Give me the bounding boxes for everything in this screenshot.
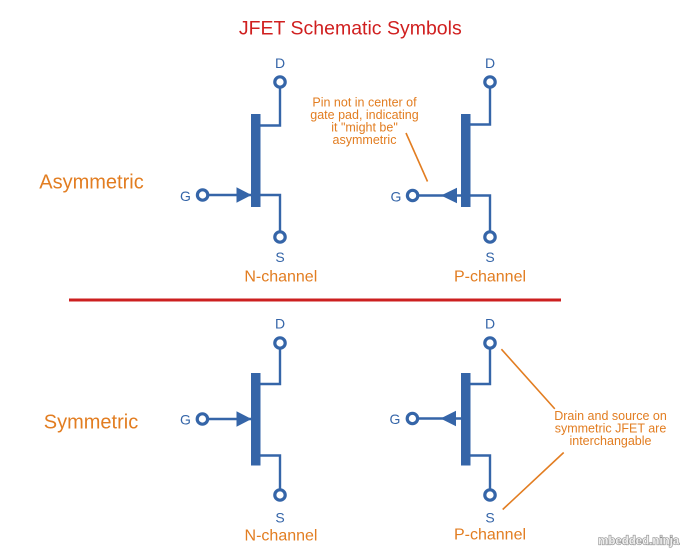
svg-text:Drain and source on: Drain and source on [554,409,667,423]
svg-text:mbedded.ninja: mbedded.ninja [598,536,680,548]
svg-text:Pin not in center of: Pin not in center of [312,96,417,110]
svg-text:S: S [485,510,494,526]
svg-text:G: G [391,189,402,205]
svg-text:G: G [180,412,191,428]
svg-text:S: S [275,249,284,265]
svg-text:D: D [485,316,495,332]
svg-text:G: G [390,411,401,427]
svg-text:P-channel: P-channel [454,269,526,286]
svg-text:gate pad, indicating: gate pad, indicating [310,108,418,122]
svg-text:asymmetric: asymmetric [333,133,397,147]
svg-text:D: D [275,316,285,332]
svg-text:S: S [485,249,494,265]
svg-text:symmetric JFET are: symmetric JFET are [555,422,667,436]
svg-text:S: S [275,510,284,526]
svg-text:Symmetric: Symmetric [44,412,138,434]
svg-text:D: D [275,55,285,71]
svg-text:N-channel: N-channel [245,528,318,545]
svg-text:N-channel: N-channel [244,269,317,286]
svg-text:P-channel: P-channel [454,527,526,544]
svg-text:Asymmetric: Asymmetric [39,172,143,194]
svg-text:interchangable: interchangable [569,434,651,448]
svg-text:G: G [180,188,191,204]
svg-text:JFET Schematic Symbols: JFET Schematic Symbols [239,18,462,40]
svg-text:it "might be": it "might be" [331,121,398,135]
svg-text:D: D [485,55,495,71]
